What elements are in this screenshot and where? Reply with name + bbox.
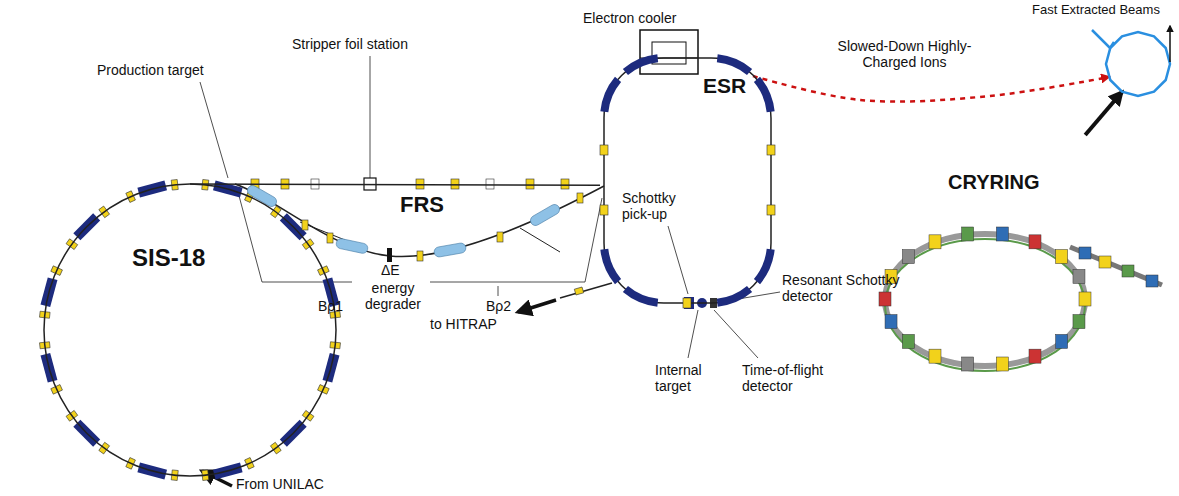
quadrupole xyxy=(302,220,308,230)
magnet-group xyxy=(40,179,583,480)
part-label: Bρ2 xyxy=(486,298,511,314)
frs-dipole xyxy=(433,242,466,257)
leader-line xyxy=(668,226,688,294)
ring-element xyxy=(885,315,897,329)
part-label: Schottky pick-up xyxy=(622,190,694,222)
ring-schematic xyxy=(1106,32,1170,96)
node-shape xyxy=(42,182,338,478)
ring-node: Fast Extracted Beams xyxy=(1030,0,1176,110)
bracket xyxy=(238,192,352,282)
exit-arrow xyxy=(518,300,556,312)
dipole-magnet xyxy=(604,79,618,111)
ring-element xyxy=(1073,269,1085,283)
quadrupole xyxy=(600,205,608,215)
electron-cooler xyxy=(640,30,698,74)
beamline-element xyxy=(526,179,534,189)
dipole-magnet xyxy=(604,249,618,281)
quadrupole xyxy=(767,145,775,155)
quadrupole xyxy=(574,287,583,295)
storage-ring xyxy=(604,58,771,303)
ring-element xyxy=(996,227,1008,241)
ring-element xyxy=(929,235,941,249)
frs-dipole xyxy=(246,184,279,209)
part-label: Stripper foil station xyxy=(292,36,408,52)
edge-label: Slowed-Down Highly-Charged Ions xyxy=(835,38,974,70)
dipole-magnet xyxy=(757,79,771,111)
dipole-magnet xyxy=(757,249,771,281)
beamline-element xyxy=(1146,275,1158,287)
branch-line xyxy=(520,228,560,252)
ring-element xyxy=(1056,250,1068,264)
quadrupole xyxy=(683,298,691,308)
beamline-element xyxy=(1122,265,1134,277)
ring-element xyxy=(1079,292,1091,306)
beamline xyxy=(560,283,612,298)
storage-ring-node: ESR xyxy=(600,50,775,305)
leader-line xyxy=(714,310,758,358)
beamline xyxy=(190,184,600,185)
ring-element xyxy=(962,357,974,371)
dipole-magnet xyxy=(625,289,657,303)
ring-element xyxy=(902,250,914,264)
extraction-arrow xyxy=(1169,26,1171,62)
beamline-element xyxy=(1099,256,1111,268)
cryring-node: CRYRING xyxy=(880,135,1165,385)
node-shape xyxy=(600,50,775,305)
part-label: Production target xyxy=(97,62,204,78)
degrader-symbol xyxy=(387,248,392,262)
ring-element xyxy=(1056,334,1068,348)
ring-element xyxy=(929,349,941,363)
ring-element xyxy=(902,334,914,348)
beamline-element xyxy=(561,179,569,189)
leader-line xyxy=(200,82,228,178)
cryring-ring xyxy=(885,234,1085,366)
quadrupole xyxy=(577,193,583,203)
node-title: CRYRING xyxy=(948,171,1039,194)
quadrupole xyxy=(327,233,333,243)
cryring-support xyxy=(885,239,1085,371)
beam-transfer-arrow xyxy=(753,76,1109,102)
correspondence-arrow xyxy=(1085,92,1122,135)
synchrotron-ring xyxy=(44,184,336,476)
dipole-magnet xyxy=(717,289,749,303)
part-label: From UNILAC xyxy=(236,476,324,492)
dipole-magnet xyxy=(717,58,749,72)
injection-line xyxy=(1092,30,1114,48)
part-label: Time-of-flight detector xyxy=(742,362,847,394)
part-label: Electron cooler xyxy=(583,10,676,26)
part-label: Bρ1 xyxy=(318,298,343,314)
beamline-element xyxy=(486,179,494,189)
frs-dipole xyxy=(529,203,562,228)
part-label: energy degrader xyxy=(362,280,424,312)
node-title: SIS-18 xyxy=(132,244,205,272)
node-title: ESR xyxy=(703,74,746,98)
leader-line xyxy=(498,286,499,296)
ring-element xyxy=(996,357,1008,371)
part-label: ΔE xyxy=(381,262,400,278)
beamline-element xyxy=(451,179,459,189)
quadrupole xyxy=(417,251,423,261)
quadrupole xyxy=(497,232,503,242)
leader-line xyxy=(370,56,371,178)
node-title: Fast Extracted Beams xyxy=(1032,3,1160,18)
leader-line xyxy=(688,310,698,358)
frs-dipole xyxy=(335,238,368,254)
ring-element xyxy=(879,292,891,306)
part-label: to HITRAP xyxy=(430,316,497,332)
quadrupole xyxy=(600,145,608,155)
synchrotron-node: SIS-18 xyxy=(42,182,338,478)
part-label: Resonant Schottky detector xyxy=(782,272,907,304)
ring-element xyxy=(1073,315,1085,329)
frs-beamline xyxy=(235,184,604,257)
ring-element xyxy=(1029,349,1041,363)
bracket xyxy=(430,198,602,282)
part-label: Internal target xyxy=(655,362,717,394)
ring-element xyxy=(962,227,974,241)
dipole-magnet xyxy=(625,58,657,72)
beamline-element xyxy=(1079,247,1091,259)
ring-element xyxy=(1029,235,1041,249)
quadrupole xyxy=(767,205,775,215)
section-name: FRS xyxy=(400,192,444,217)
